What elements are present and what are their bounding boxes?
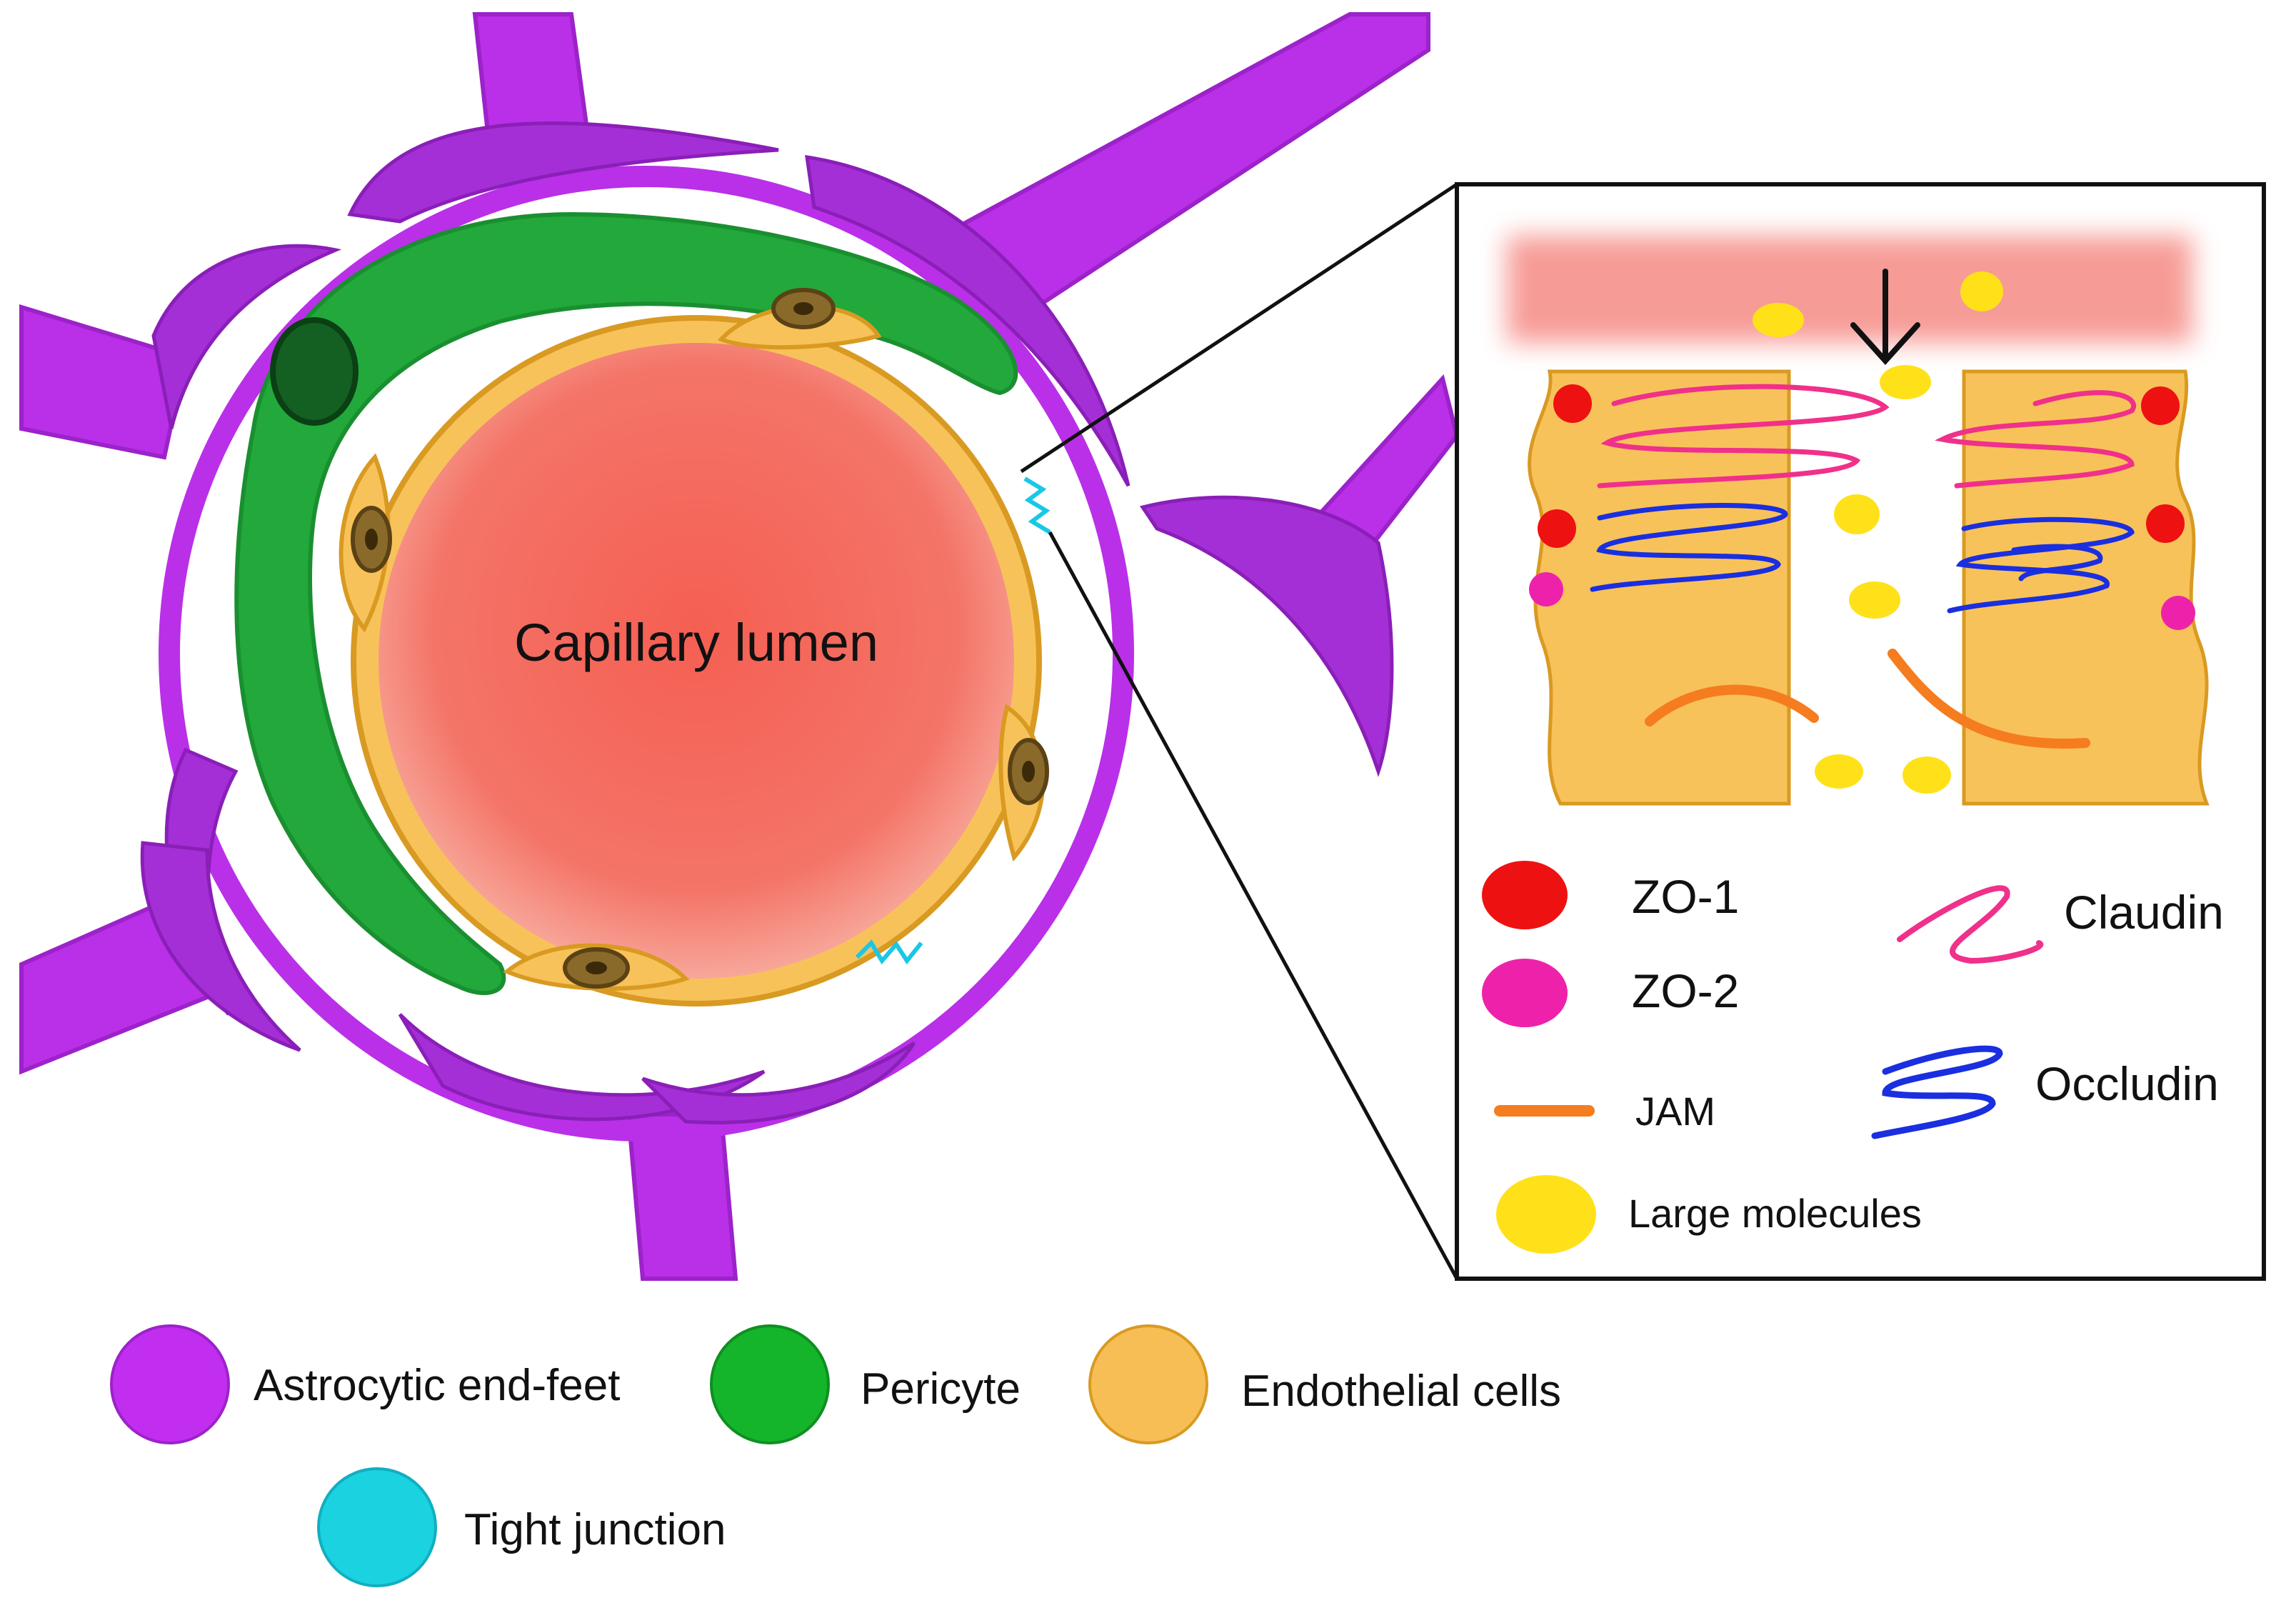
end-foot-bottom-left <box>140 841 301 1052</box>
tight-junction-right <box>1023 476 1051 534</box>
zo1-swatch <box>1482 861 1568 929</box>
astrocytic-end-feet-swatch <box>110 1324 230 1444</box>
claudin-label: Claudin <box>2064 886 2224 939</box>
large-molecules-label: Large molecules <box>1628 1191 1922 1236</box>
legend-zo1: ZO-1 <box>1482 861 1739 929</box>
tight-junction-inset: ZO-1 ZO-2 JAM Large molecules Claudin Oc… <box>1455 182 2266 1281</box>
blood-band <box>1507 236 2192 343</box>
end-foot-bottom-right <box>641 1041 916 1125</box>
large-molecules <box>1753 271 2003 794</box>
occludin-label: Occludin <box>2035 1057 2219 1110</box>
legend-large-molecules: Large molecules <box>1496 1175 1922 1254</box>
inset-cell-left <box>1528 369 1791 806</box>
end-feet-lobes <box>140 121 1394 1125</box>
end-foot-right <box>1139 495 1394 777</box>
legend-endothelial-cells: Endothelial cells <box>1088 1324 1561 1444</box>
zoom-line-bottom <box>1048 531 1459 1280</box>
end-foot-left <box>151 244 342 429</box>
pericyte <box>234 211 1018 995</box>
legend-occludin: Occludin <box>1871 1045 2219 1139</box>
jam-label: JAM <box>1635 1089 1715 1134</box>
main-legend: Astrocytic end-feet Pericyte Endothelial… <box>110 1324 1561 1587</box>
pericyte-label: Pericyte <box>861 1364 1021 1414</box>
zo1-label: ZO-1 <box>1632 870 1739 923</box>
pericyte-nucleus <box>270 317 359 426</box>
legend-claudin: Claudin <box>1897 885 2224 964</box>
large-molecules-swatch <box>1496 1175 1596 1254</box>
astrocyte-ring <box>159 166 1134 1142</box>
end-foot-top <box>347 121 779 224</box>
endothelial-cell-left <box>339 453 392 633</box>
astrocyte-arm-left <box>19 304 189 460</box>
occludin-strands <box>1590 503 2135 614</box>
zoom-line-top <box>1020 182 1458 474</box>
flow-arrow <box>1850 269 1920 365</box>
zo2-markers <box>1529 572 2195 630</box>
jam-strands <box>1645 649 2090 749</box>
capillary-lumen <box>379 343 1014 979</box>
zo1-markers <box>1538 384 2185 548</box>
inset-legend: ZO-1 ZO-2 JAM Large molecules Claudin Oc… <box>1482 861 2224 1254</box>
legend-zo2: ZO-2 <box>1482 959 1739 1027</box>
endothelial-cells-label: Endothelial cells <box>1241 1367 1561 1416</box>
claudin-swatch <box>1897 885 2044 964</box>
tight-junction-bottom <box>855 939 923 965</box>
endothelial-cell-bottom <box>503 943 690 991</box>
tight-junction-swatch <box>317 1467 437 1587</box>
endothelial-cells <box>339 288 1049 991</box>
legend-pericyte: Pericyte <box>710 1324 1021 1444</box>
legend-tight-junction: Tight junction <box>317 1467 726 1587</box>
tight-junction-label: Tight junction <box>464 1505 726 1554</box>
occludin-swatch <box>1871 1045 2003 1139</box>
legend-astrocytic-end-feet: Astrocytic end-feet <box>110 1324 620 1444</box>
astrocytic-end-feet-label: Astrocytic end-feet <box>254 1361 620 1410</box>
end-foot-top-right <box>805 155 1131 487</box>
legend-jam: JAM <box>1494 1089 1715 1134</box>
claudin-strands <box>1597 384 2136 489</box>
pericyte-swatch <box>710 1324 830 1444</box>
endothelial-cell-top <box>717 288 882 350</box>
zo2-swatch <box>1482 959 1568 1027</box>
endothelial-cell-right <box>998 704 1049 862</box>
zo2-label: ZO-2 <box>1632 964 1739 1017</box>
lumen-label: Capillary lumen <box>514 613 878 672</box>
endothelial-cells-swatch <box>1088 1324 1208 1444</box>
